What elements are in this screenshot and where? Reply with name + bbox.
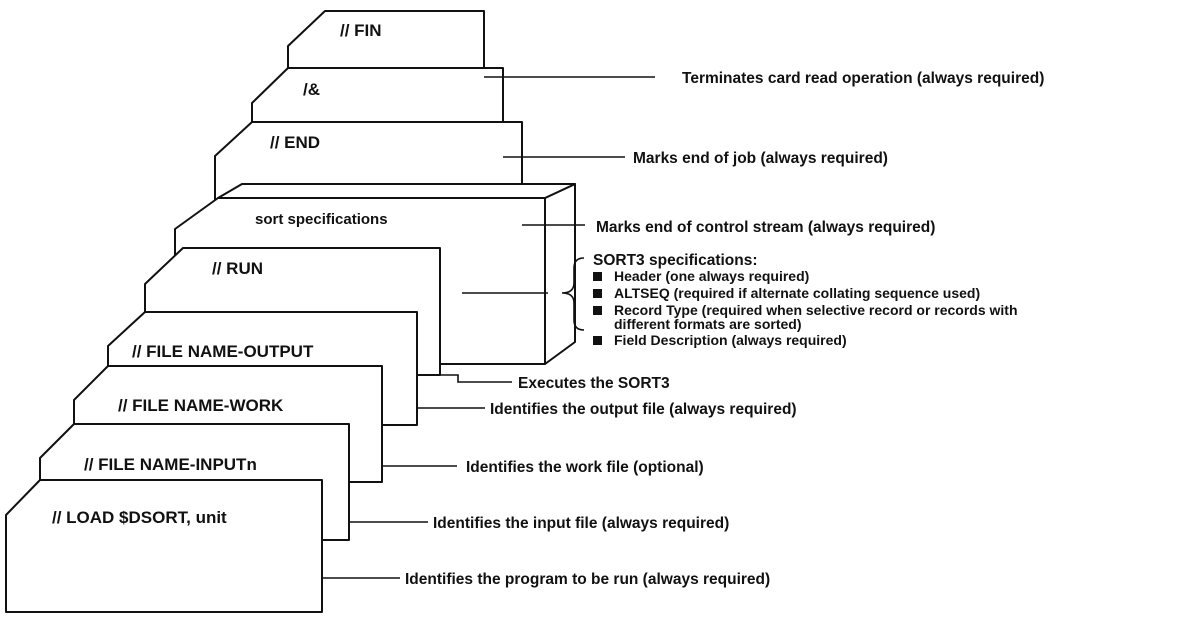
leader-run — [440, 374, 512, 383]
card-amp-label: /& — [303, 80, 320, 99]
annotation-work: Identifies the work file (optional) — [466, 459, 704, 476]
annotation-end: Marks end of control stream (always requ… — [596, 219, 935, 236]
annotation-fin: Terminates card read operation (always r… — [682, 70, 1044, 87]
annotation-output: Identifies the output file (always requi… — [490, 401, 797, 418]
card-fin-label: // FIN — [340, 21, 382, 40]
annotation-run: Executes the SORT3 — [518, 375, 670, 392]
sort3-item-record-type: Record Type (required when selective rec… — [614, 302, 1018, 318]
annotation-input: Identifies the input file (always requir… — [433, 515, 729, 532]
annotation-amp: Marks end of job (always required) — [633, 150, 888, 167]
bullet-icon — [593, 336, 602, 345]
annotation-load: Identifies the program to be run (always… — [405, 571, 770, 588]
bullet-icon — [593, 272, 602, 281]
card-load-label: // LOAD $DSORT, unit — [52, 508, 227, 527]
bullet-icon — [593, 306, 602, 315]
sort3-title: SORT3 specifications: — [593, 252, 758, 269]
sort3-item-altseq: ALTSEQ (required if alternate collating … — [614, 285, 980, 301]
card-file-input-label: // FILE NAME-INPUTn — [84, 455, 257, 474]
card-run-label: // RUN — [212, 259, 263, 278]
curly-brace — [561, 257, 585, 331]
card-end-label: // END — [270, 133, 320, 152]
bullet-icon — [593, 289, 602, 298]
card-file-work-label: // FILE NAME-WORK — [118, 396, 284, 415]
sort3-item-field-description: Field Description (always required) — [614, 332, 847, 348]
card-sort-specifications-label: sort specifications — [255, 211, 388, 228]
leader-lines — [322, 76, 655, 579]
sort3-specifications-block: SORT3 specifications: Header (one always… — [561, 252, 1018, 348]
card-load: // LOAD $DSORT, unit — [5, 479, 323, 613]
card-file-output-label: // FILE NAME-OUTPUT — [132, 342, 314, 361]
sort3-item-record-type-cont: different formats are sorted) — [614, 316, 801, 332]
sort3-item-header: Header (one always required) — [614, 268, 809, 284]
